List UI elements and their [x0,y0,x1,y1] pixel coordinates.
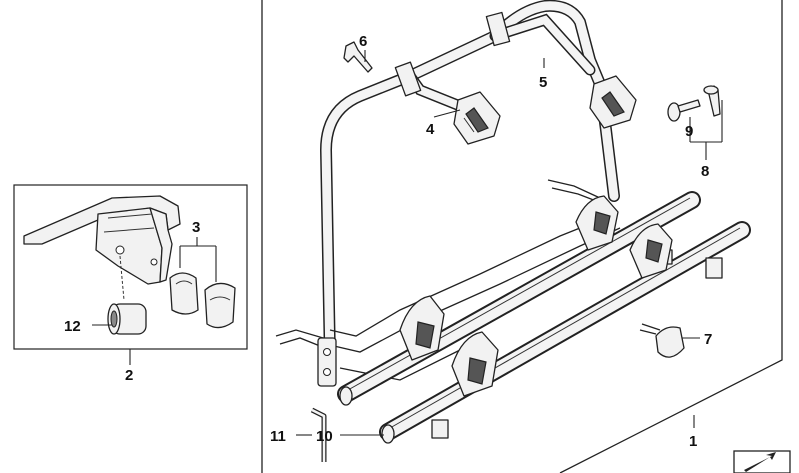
callout-9: 9 [685,123,693,140]
wheel-holder-1 [399,295,445,361]
frame-hinge [317,337,337,387]
callout-3: 3 [192,219,200,236]
callout-labels: 1 2 3 4 5 6 7 8 9 10 11 12 [64,33,712,450]
callout-5: 5 [539,74,547,91]
wheel-holder-2 [451,331,499,397]
bolt [703,85,721,117]
callout-4: 4 [426,121,435,138]
key [667,99,701,122]
callout-1: 1 [689,433,697,450]
mounting-bracket [23,195,181,301]
end-cap-left [169,272,199,315]
wheel-holder-4 [629,223,673,279]
callout-2: 2 [125,367,133,384]
wheel-rail-front [379,221,751,444]
callout-7: 7 [704,331,712,348]
upper-frame-tube [320,0,620,366]
strap [639,323,685,358]
callout-11: 11 [270,428,286,445]
leader-lines [92,50,723,436]
callout-8: 8 [701,163,709,180]
callout-10: 10 [316,428,333,445]
frame-clamp-left [453,91,501,145]
wheel-rail-rear [337,191,701,406]
allen-key [310,407,327,462]
diagonal-arrow-icon [733,450,791,473]
lock-knob [107,303,147,335]
callout-6: 6 [359,33,367,50]
locking-pin [343,41,373,73]
callout-12: 12 [64,318,81,335]
frame-clamp-right [589,75,637,129]
end-cap-right [204,282,236,329]
wheel-holder-3 [575,195,619,251]
main-assembly-frame [261,0,783,473]
